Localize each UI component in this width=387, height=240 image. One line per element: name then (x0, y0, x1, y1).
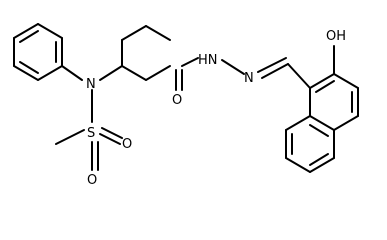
label-n-amine: N (86, 77, 96, 92)
label-o-sulfonyl-2: O (87, 173, 97, 188)
phenyl-ring (13, 23, 63, 81)
structure-canvas: OH N HN N O S O O (13, 23, 359, 188)
bond-s-methyl (55, 129, 85, 145)
bond-ch-carbonyl (145, 25, 171, 41)
bond-n-ch-double (257, 57, 287, 73)
bond-phenyl-n (61, 65, 83, 81)
bond-n-ch (99, 65, 123, 81)
bond-c-nh (181, 57, 199, 67)
label-o-carbonyl: O (172, 93, 182, 108)
label-hn: HN (198, 53, 218, 68)
label-s: S (87, 126, 95, 141)
bond-ch-naphthalene (287, 63, 311, 89)
label-o-sulfonyl-1: O (122, 137, 132, 152)
naphthalene-ring (285, 73, 359, 173)
chemical-structure-diagram: OH N HN N O S O O (13, 23, 359, 188)
bond-s-o1 (101, 127, 123, 139)
bond-nh-n (221, 59, 245, 75)
label-oh: OH (326, 29, 346, 44)
label-n-imine: N (244, 71, 254, 86)
